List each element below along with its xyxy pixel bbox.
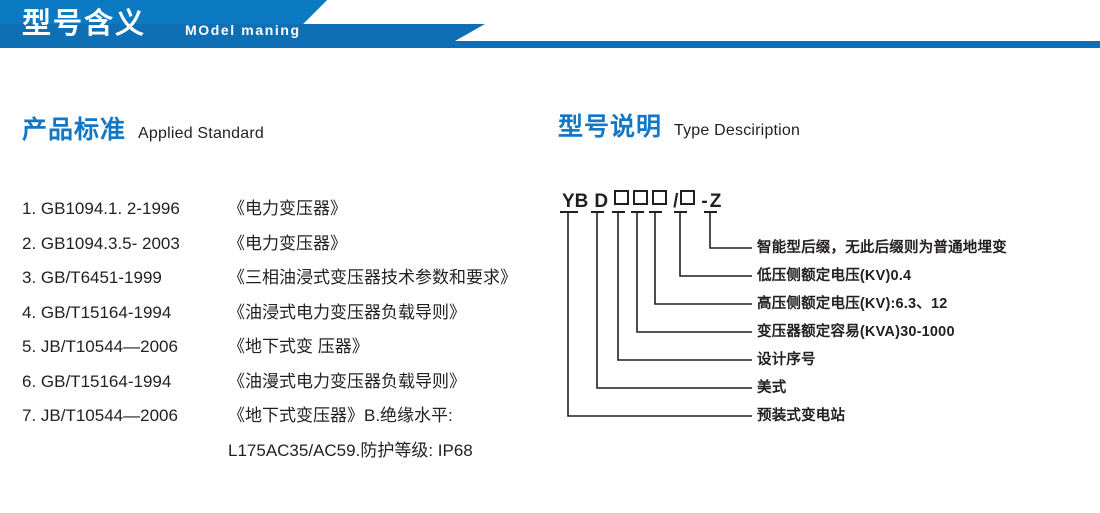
banner-shape bbox=[0, 0, 1100, 48]
standard-item: 2. GB1094.3.5- 2003 《电力变压器》 bbox=[22, 227, 552, 262]
standard-code: 6. GB/T15164-1994 bbox=[22, 371, 172, 391]
model-label-prefab-substation: 预装式变电站 bbox=[757, 408, 846, 424]
code-token: D bbox=[594, 191, 609, 212]
code-placeholder-box bbox=[652, 190, 668, 213]
standards-list: 1. GB1094.1. 2-1996《电力变压器》2. GB1094.3.5-… bbox=[22, 192, 552, 468]
code-separator: - bbox=[701, 191, 708, 212]
standard-name: 《电力变压器》 bbox=[228, 233, 347, 253]
standard-name: 《地下式变压器》B.绝缘水平: bbox=[228, 406, 453, 425]
model-label-design-serial: 设计序号 bbox=[757, 352, 816, 368]
leader-line bbox=[679, 212, 752, 277]
standard-code: 5. JB/T10544—2006 bbox=[22, 337, 178, 356]
leader-lines bbox=[560, 211, 752, 417]
code-placeholder-box bbox=[614, 190, 630, 213]
standard-name: 《油漫式电力变压器负载导则》 bbox=[228, 371, 466, 391]
type-description-heading-en: Type Desciription bbox=[674, 122, 801, 139]
model-label-hv-voltage: 高压侧额定电压(KV):6.3、12 bbox=[757, 296, 948, 312]
type-description-heading: 型号说明 Type Desciription bbox=[558, 115, 800, 140]
standard-name: 《三相油浸式变压器技术参数和要求》 bbox=[228, 268, 517, 287]
standard-name: 《电力变压器》 bbox=[228, 199, 347, 218]
applied-standard-heading-en: Applied Standard bbox=[138, 125, 264, 142]
standard-name: 《油浸式电力变压器负载导则》 bbox=[228, 302, 466, 322]
applied-standard-heading: 产品标准 Applied Standard bbox=[22, 118, 264, 143]
leader-line bbox=[617, 212, 752, 361]
standard-item: 3. GB/T6451-1999 《三相油浸式变压器技术参数和要求》 bbox=[22, 261, 552, 296]
placeholder-box-icon bbox=[614, 190, 630, 205]
model-label-american-type: 美式 bbox=[757, 380, 787, 396]
model-label-lv-voltage: 低压侧额定电压(KV)0.4 bbox=[757, 268, 912, 284]
leader-line bbox=[567, 212, 752, 417]
leader-line bbox=[636, 212, 752, 333]
standard-code: 3. GB/T6451-1999 bbox=[22, 268, 162, 287]
standard-code: 2. GB1094.3.5- 2003 bbox=[22, 233, 180, 253]
standard-item: 5. JB/T10544—2006 《地下式变 压器》 bbox=[22, 330, 552, 365]
code-token: Z bbox=[709, 191, 722, 212]
model-label-rated-capacity: 变压器额定容易(KVA)30-1000 bbox=[757, 324, 955, 340]
banner-title: 型号含义 bbox=[22, 8, 147, 40]
applied-standard-heading-cn: 产品标准 bbox=[22, 116, 127, 144]
standard-item: 1. GB1094.1. 2-1996 《电力变压器》 bbox=[22, 192, 552, 227]
leader-line bbox=[709, 212, 752, 249]
type-description-heading-cn: 型号说明 bbox=[558, 113, 663, 141]
standard-item: 6. GB/T15164-1994 《油漫式电力变压器负载导则》 bbox=[22, 365, 552, 400]
code-token: YB bbox=[562, 191, 589, 212]
model-label-suffix: 智能型后缀，无此后缀则为普通地埋变 bbox=[757, 240, 1007, 256]
standard-code: 4. GB/T15164-1994 bbox=[22, 302, 172, 322]
placeholder-box-icon bbox=[680, 190, 696, 205]
standard-item: 4. GB/T15164-1994 《油浸式电力变压器负载导则》 bbox=[22, 296, 552, 331]
placeholder-box-icon bbox=[652, 190, 668, 205]
code-placeholder-box bbox=[633, 190, 649, 213]
leader-line bbox=[596, 212, 752, 389]
code-placeholder-box bbox=[680, 190, 696, 213]
leader-line bbox=[654, 212, 752, 305]
standard-item: 7. JB/T10544—2006 《地下式变压器》B.绝缘水平: bbox=[22, 399, 552, 434]
placeholder-box-icon bbox=[633, 190, 649, 205]
page-header-banner: 型号含义 MOdel maning bbox=[0, 0, 1100, 52]
standard-code: 1. GB1094.1. 2-1996 bbox=[22, 199, 180, 218]
standard-name: 《地下式变 压器》 bbox=[228, 337, 369, 356]
standard-code: 7. JB/T10544—2006 bbox=[22, 406, 178, 425]
standard-name-continuation: L175AC35/AC59.防护等级: IP68 bbox=[228, 440, 473, 460]
banner-subtitle: MOdel maning bbox=[185, 22, 301, 38]
code-separator: / bbox=[673, 191, 679, 212]
